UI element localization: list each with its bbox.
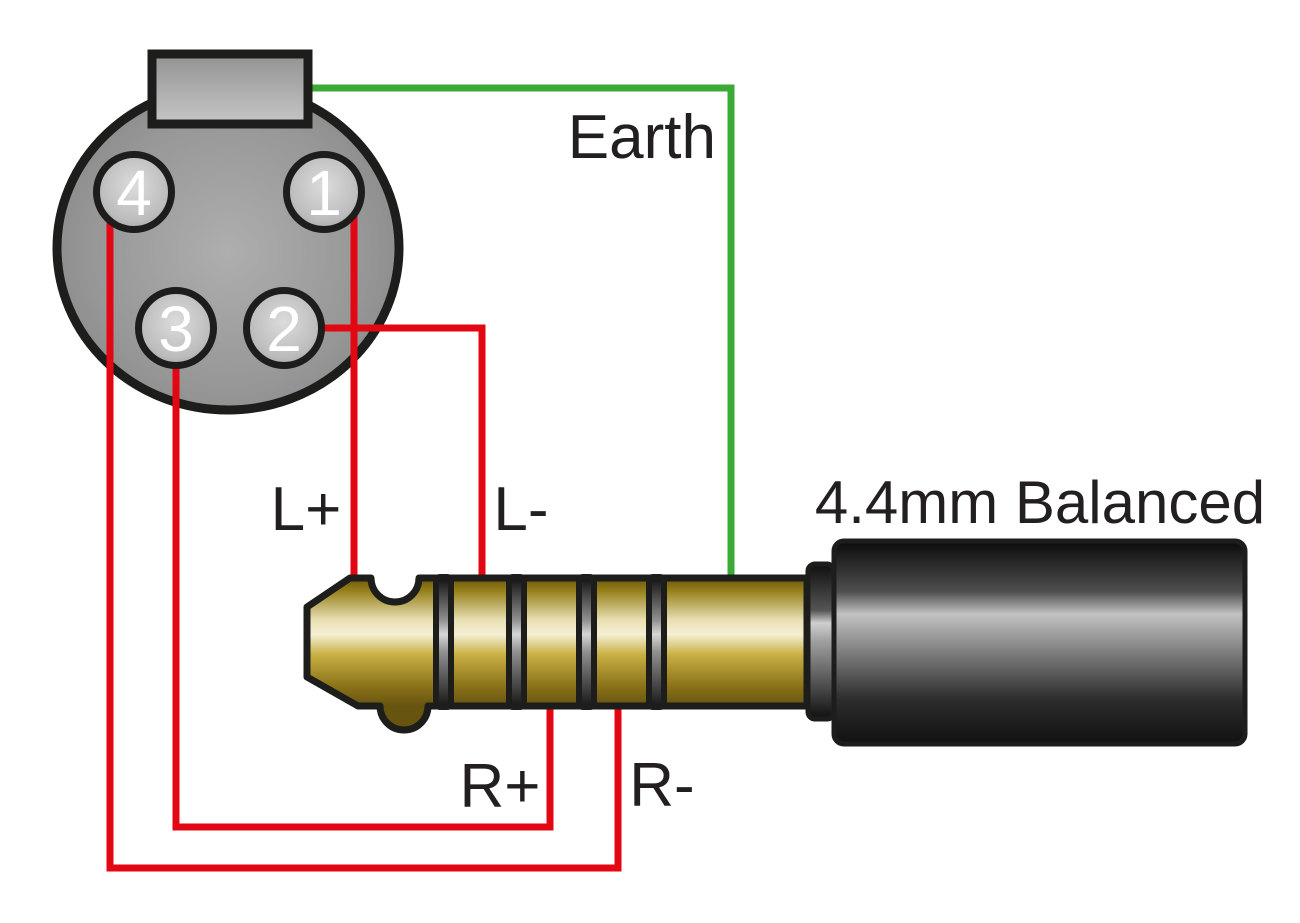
wire-r-minus-pin4-to-ring3 [106,210,622,872]
l-plus-label: L+ [271,475,342,544]
r-plus-label: R+ [460,752,541,821]
xlr-pin-4: 4 [93,151,175,233]
plug-title: 4.4mm Balanced [815,469,1265,536]
44mm-plug [303,538,1248,747]
pin-1-contact [283,151,365,233]
r-minus-label: R- [629,751,694,820]
earth-wire [308,84,735,580]
plug-collar [805,561,837,722]
xlr-pin-1: 1 [283,151,365,233]
plug-insulator-ring-4 [646,574,667,710]
plug-handle-body [831,538,1248,747]
wire-r-plus-pin3-to-ring2 [172,345,554,831]
l-minus-label: L- [493,475,548,544]
pin-3-contact [135,287,217,369]
pin-4-contact [93,151,175,233]
pin-1-number: 1 [306,157,342,229]
earth-label: Earth [568,103,716,172]
plug-gold-shaft [303,574,811,734]
pin-2-number: 2 [266,293,302,365]
pin-2-contact [243,287,325,369]
wire-l-minus-pin2-to-ring1 [284,324,486,580]
plug-insulator-ring-3 [576,574,597,710]
xlr-pin-3: 3 [135,287,217,369]
plug-insulator-ring-1 [433,574,454,710]
plug-insulator-ring-2 [506,574,527,710]
pin-4-number: 4 [116,157,152,229]
xlr-pin-2: 2 [243,287,325,369]
pin-3-number: 3 [158,293,194,365]
xlr-key-tab [147,49,313,129]
